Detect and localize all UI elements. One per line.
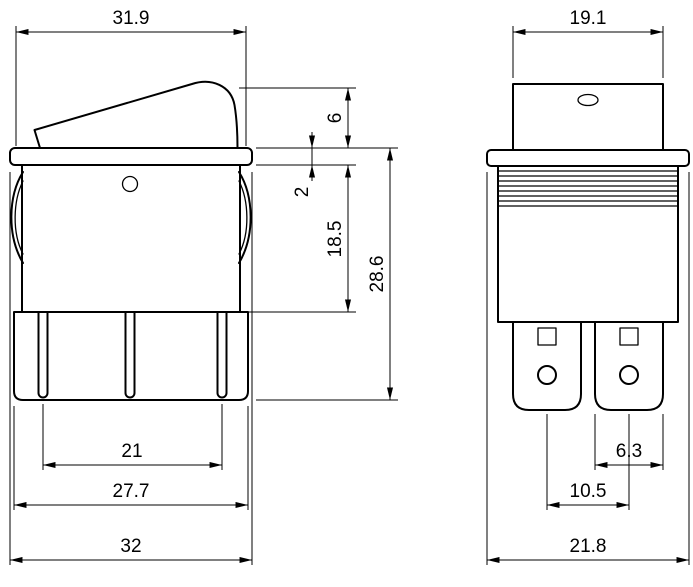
terminal-pin-middle [124, 311, 136, 399]
dim-label-side-overall-width: 21.8 [570, 536, 607, 557]
side-view [486, 83, 690, 411]
dim-label-base-width: 27.7 [113, 481, 150, 502]
front-view-dimensions: 31.9 6 2 18.5 28.6 21 27.7 32 [9, 8, 398, 565]
retaining-clip-left-outer [10, 171, 24, 264]
terminal-housing-left [512, 321, 582, 411]
dim-label-flange-width: 32 [120, 536, 141, 557]
terminal-window-left [537, 327, 557, 346]
side-flange [486, 149, 690, 167]
dim-label-terminal-width: 6.3 [616, 441, 642, 462]
terminal-housing-right [594, 321, 664, 411]
side-body [497, 165, 679, 323]
dim-label-overall-height: 28.6 [367, 256, 388, 293]
dim-label-flange-thickness: 2 [292, 187, 313, 198]
terminal-hole-left [537, 365, 557, 385]
retaining-clip-left-inner [14, 180, 24, 255]
side-body-ribs [498, 170, 678, 207]
front-face-hole [121, 175, 139, 193]
rocker-side-marking [577, 93, 599, 107]
side-view-dimensions: 19.1 6.3 10.5 21.8 [486, 8, 690, 565]
dim-label-terminal-span: 21 [121, 441, 142, 462]
terminal-pin-left [37, 311, 49, 399]
retaining-clip-right-outer [238, 171, 252, 264]
dim-label-rocker-height: 6 [325, 113, 346, 124]
terminal-pin-right [216, 311, 228, 399]
retaining-clip-right-inner [238, 180, 248, 255]
front-view [9, 80, 253, 401]
terminal-hole-right [619, 365, 639, 385]
dim-label-front-top-width: 31.9 [113, 8, 150, 29]
front-base [13, 311, 249, 401]
dim-label-terminal-pitch: 10.5 [570, 481, 607, 502]
dim-label-side-top-width: 19.1 [570, 8, 607, 29]
rocker-actuator [33, 80, 239, 149]
terminal-window-right [619, 327, 639, 346]
front-flange [9, 147, 253, 166]
dim-label-body-height: 18.5 [325, 221, 346, 258]
